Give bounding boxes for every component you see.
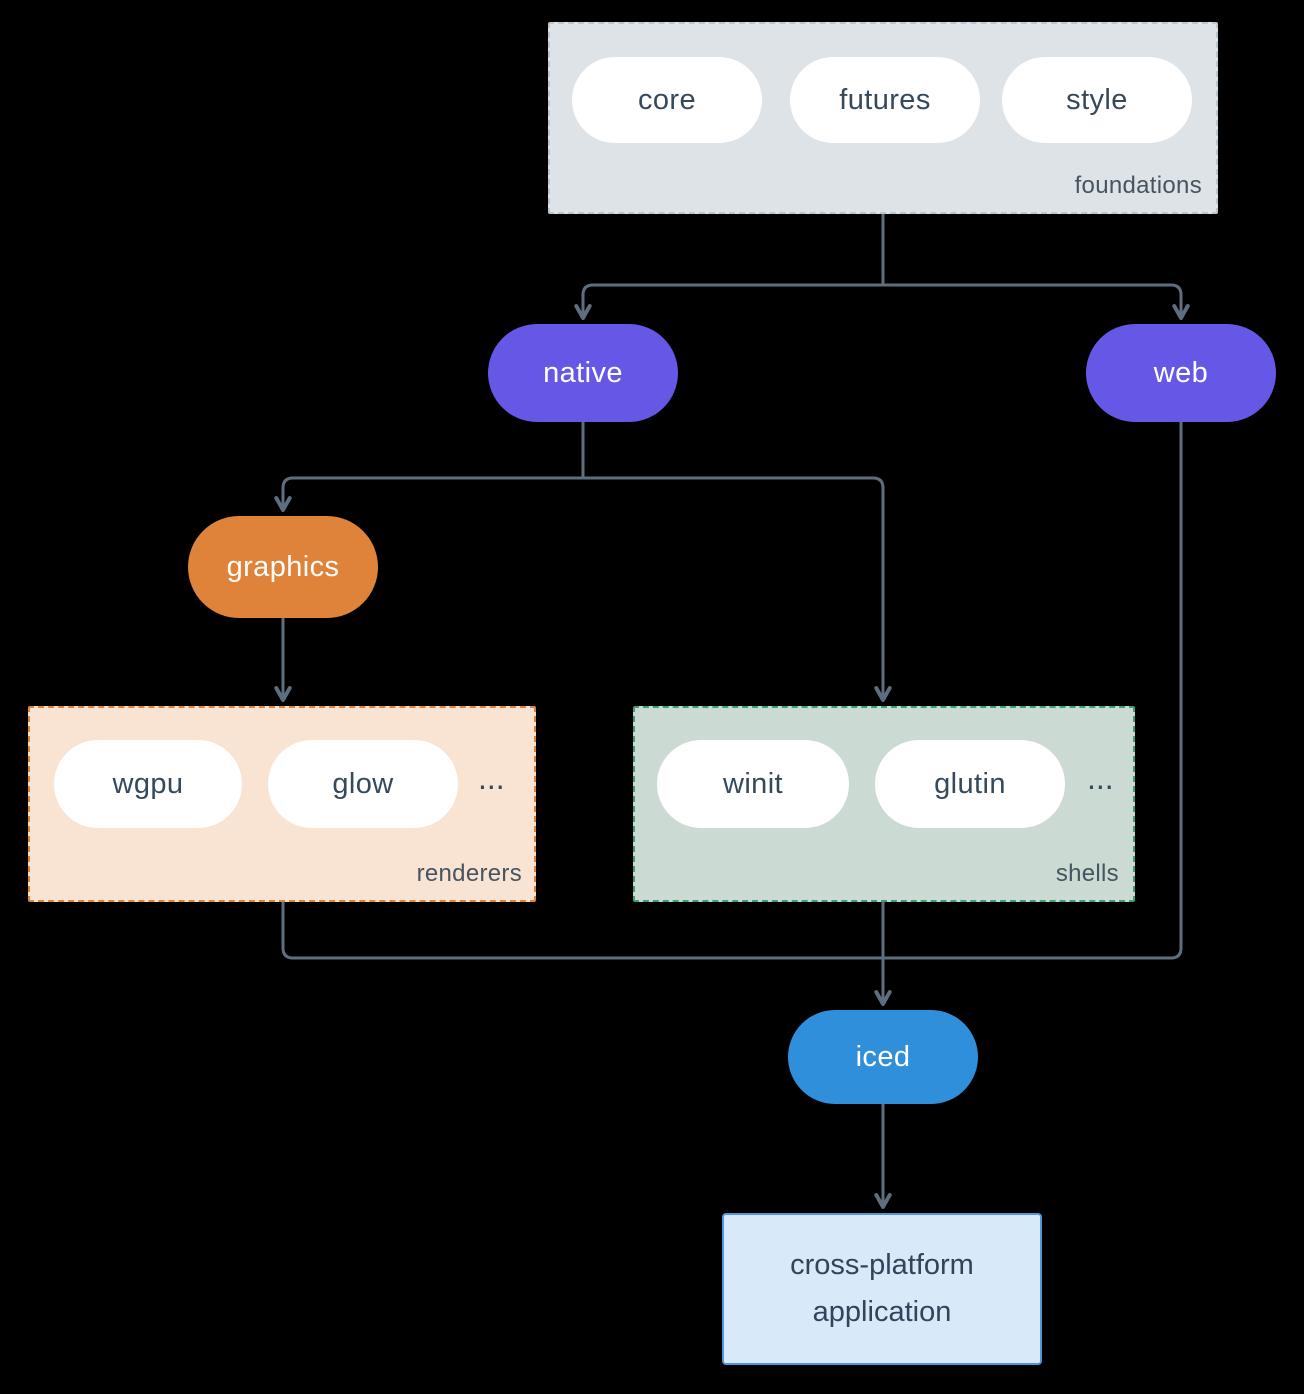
foundations-group: core futures style foundations [548,22,1218,214]
shells-group: winit glutin ... shells [633,706,1135,902]
node-glow: glow [268,740,458,828]
node-core-label: core [637,83,696,116]
node-core: core [572,57,762,143]
shells-group-label: shells [1055,860,1119,887]
node-cross-platform-application: cross-platform application [722,1213,1042,1365]
connector-renderers-join [281,902,883,960]
node-native-label: native [543,356,623,389]
node-glutin: glutin [875,740,1065,828]
renderers-ellipsis: ... [478,760,505,796]
shells-ellipsis: ... [1087,760,1114,796]
renderers-group-label: renderers [416,860,522,887]
renderers-group: wgpu glow ... renderers [28,706,536,902]
node-winit-label: winit [722,767,783,800]
node-glow-label: glow [332,767,394,800]
node-iced: iced [788,1010,978,1104]
node-wgpu: wgpu [54,740,242,828]
node-glutin-label: glutin [934,767,1006,800]
connector-foundations-native [574,283,883,320]
connector-foundations-web [883,283,1190,320]
node-cross-platform-application-label: cross-platform application [790,1249,974,1328]
node-native: native [488,324,678,422]
node-web: web [1086,324,1276,422]
node-style: style [1002,57,1192,143]
node-futures: futures [790,57,980,143]
node-graphics: graphics [188,516,378,618]
connector-native-graphics [274,476,583,512]
node-winit: winit [657,740,849,828]
foundations-group-label: foundations [1074,172,1202,199]
node-iced-label: iced [855,1040,911,1073]
node-futures-label: futures [839,83,931,116]
node-wgpu-label: wgpu [112,767,184,800]
node-style-label: style [1066,83,1128,116]
connector-native-shells [583,476,892,702]
node-web-label: web [1153,356,1209,389]
node-graphics-label: graphics [226,550,340,583]
